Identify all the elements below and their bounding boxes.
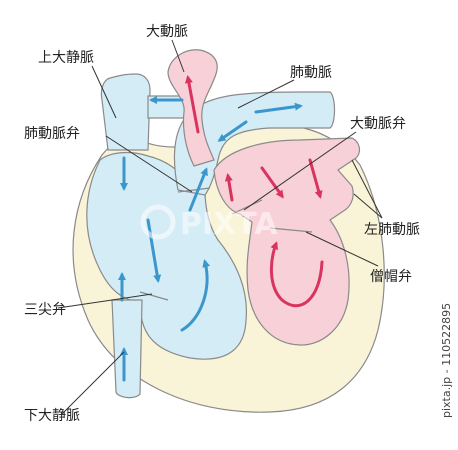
leader-aortic-valve [243,131,357,211]
blue-arrow-pa-down [217,120,248,142]
leader-ivc [61,351,125,415]
label-mitral-valve: 僧帽弁 [370,269,412,285]
leader-svc [91,65,117,119]
leader-pulmonary-artery [237,79,295,109]
leader-tricuspid-valve [57,293,153,309]
superior-vena-cava-shape [100,73,151,151]
red-arrow-aorta [184,75,200,134]
blue-arrow-outflow [188,167,208,212]
aortic-valve-line [231,199,263,215]
leader-aorta [171,39,185,73]
red-arrow-la-down-2 [308,158,323,199]
label-inferior-vena-cava: 下大静脈 [24,408,80,424]
leader-pulmonary-valve [105,135,193,193]
red-arrow-lv-loop [270,241,324,308]
stock-id-strip: pixta.jp - 110522895 [440,303,453,418]
stock-id-text: pixta.jp - 110522895 [440,303,453,418]
pulmonary-valve-line [177,187,211,193]
blue-arrow-ra-down [146,218,162,283]
label-aorta: 大動脈 [146,24,188,40]
deoxygenated-flow-arrows [118,96,303,382]
left-heart-chambers [213,137,361,346]
label-pulmonary-valve: 肺動脈弁 [24,126,80,142]
label-superior-vena-cava: 上大静脈 [38,50,94,66]
leader-mitral-valve [305,231,379,267]
leader-pulmonary-vein-2 [353,193,383,219]
pixta-watermark: PIXTA [140,204,278,242]
watermark-logo-text: PIXTA [180,207,278,242]
blue-arrow-pa-right [254,102,303,114]
mitral-valve-line [269,227,313,233]
label-aortic-valve: 大動脈弁 [350,116,406,132]
blue-arrow-rv-curve [180,259,211,332]
label-tricuspid-valve: 三尖弁 [24,302,66,318]
label-pulmonary-vein: 左肺動脈 [364,222,420,238]
tricuspid-valve-line [139,291,169,301]
label-pulmonary-artery: 肺動脈 [290,65,332,81]
oxygenated-flow-arrows [184,75,324,308]
leader-lines [57,39,383,415]
leader-pulmonary-vein-1 [351,159,383,219]
red-arrow-la-up [224,173,234,202]
right-heart-chambers [86,151,248,360]
inferior-vena-cava-shape [111,299,143,399]
labels: 大動脈 上大静脈 肺動脈 肺動脈弁 大動脈弁 左肺動脈 僧帽弁 三尖弁 下大静脈 [24,24,420,424]
red-arrow-la-down-1 [260,166,284,199]
